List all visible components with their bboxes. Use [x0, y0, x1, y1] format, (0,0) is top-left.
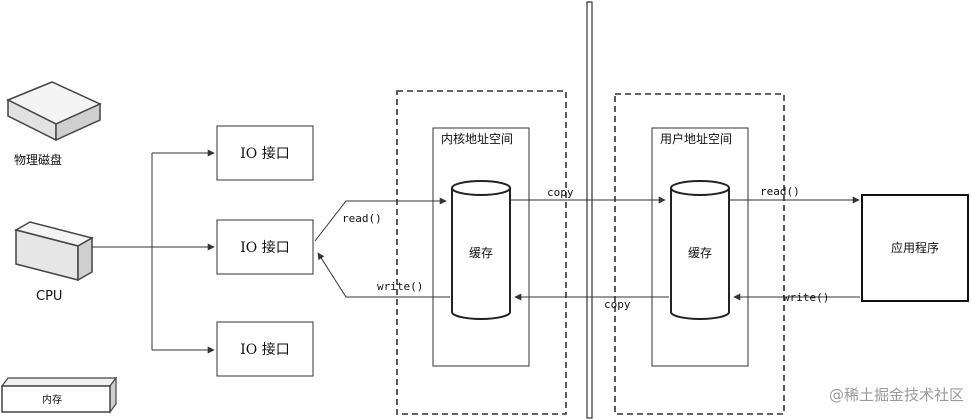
write-io-arrow	[317, 252, 450, 298]
bus-lines	[92, 149, 215, 354]
kernel-buffer-label: 缓存	[469, 246, 493, 260]
write-io-label: write()	[377, 280, 423, 293]
read-io-arrow	[314, 197, 447, 242]
io-port-label: IO 接口	[240, 341, 289, 358]
write-app-label: write()	[783, 291, 829, 304]
application-box	[861, 194, 969, 302]
user-buffer-cylinder	[670, 180, 730, 320]
user-buffer-label: 缓存	[688, 246, 712, 260]
memory-icon	[0, 376, 118, 414]
space-separator	[586, 1, 593, 419]
memory-label: 内存	[42, 393, 62, 406]
flow-arrows	[314, 196, 860, 301]
watermark: @稀土掘金技术社区	[829, 386, 964, 404]
user-dashed-region	[614, 93, 785, 415]
io-port-2: IO 接口	[216, 219, 314, 275]
read-io-label: read()	[342, 212, 382, 225]
kernel-dashed-region	[396, 90, 567, 415]
copy-bottom-label: copy	[604, 298, 631, 311]
read-app-label: read()	[760, 185, 800, 198]
cpu-label: CPU	[36, 289, 62, 304]
io-port-3: IO 接口	[216, 321, 314, 377]
user-title: 用户地址空间	[660, 131, 732, 146]
kernel-buffer-cylinder	[451, 180, 511, 320]
disk-icon	[6, 81, 102, 142]
io-port-label: IO 接口	[240, 145, 289, 162]
disk-label: 物理磁盘	[14, 152, 62, 167]
io-port-1: IO 接口	[216, 125, 314, 181]
copy-top-label: copy	[547, 186, 574, 199]
cpu-icon	[14, 221, 94, 282]
kernel-title: 内核地址空间	[441, 132, 513, 146]
io-port-label: IO 接口	[240, 239, 289, 256]
application-label: 应用程序	[891, 240, 939, 255]
